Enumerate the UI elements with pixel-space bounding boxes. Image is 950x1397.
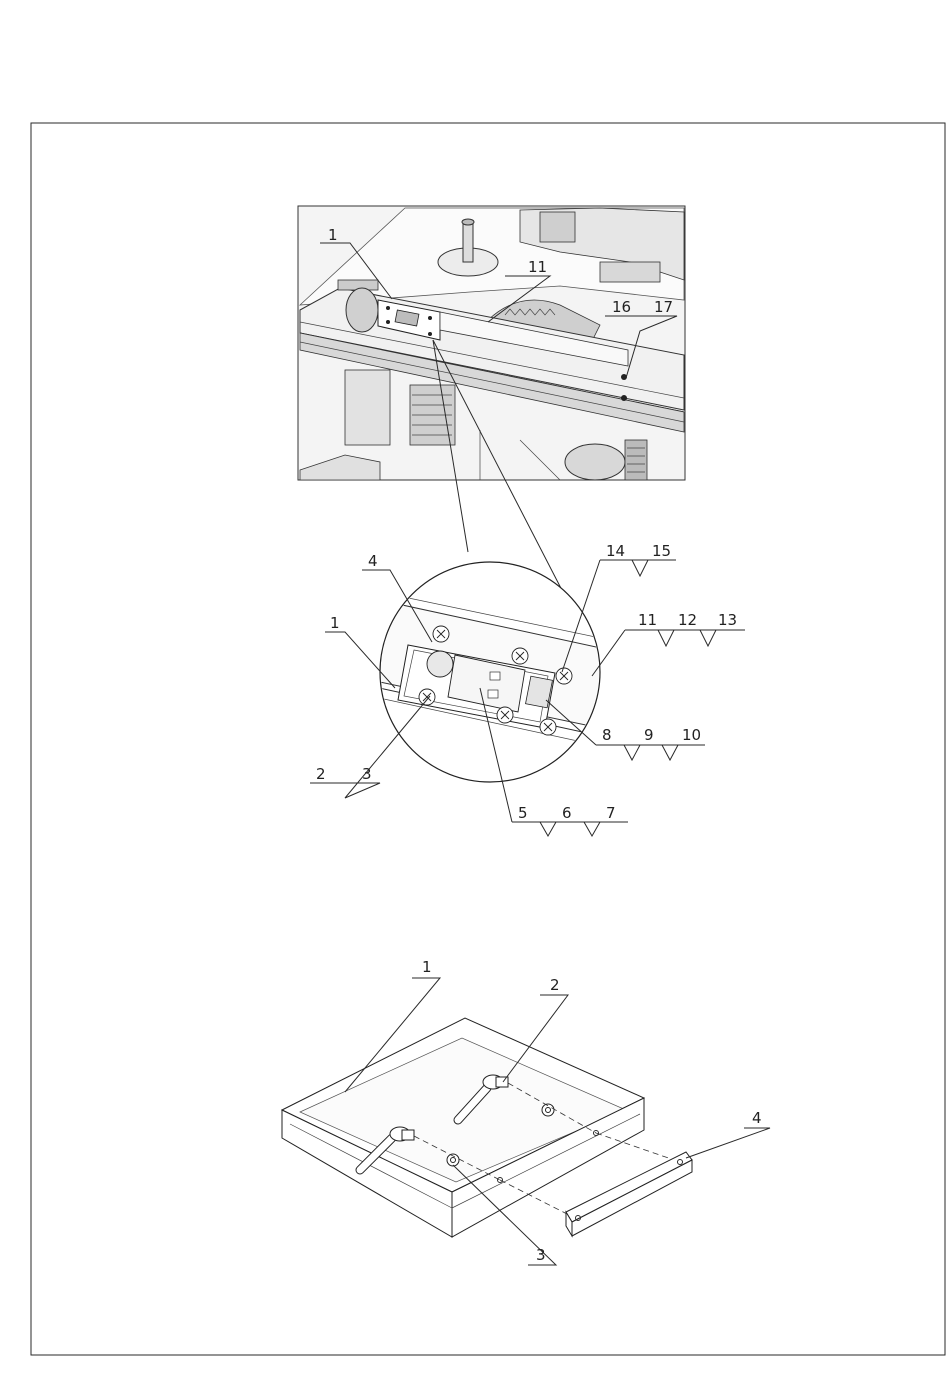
detail-callout-5: 5 xyxy=(518,804,528,822)
photo-callout-17: 17 xyxy=(654,298,673,316)
tray-assembly xyxy=(282,1018,692,1237)
detail-callout-1: 1 xyxy=(330,614,340,632)
detail-callout-3: 3 xyxy=(362,765,372,783)
detail-callout-15: 15 xyxy=(652,542,671,560)
detail-magnifier xyxy=(370,562,610,782)
detail-callout-7: 7 xyxy=(606,804,616,822)
tray-callout-2: 2 xyxy=(550,976,560,994)
photo-callout-11: 11 xyxy=(528,258,547,276)
detail-callout-13: 13 xyxy=(718,611,737,629)
detail-callout-2: 2 xyxy=(316,765,326,783)
detail-callout-9: 9 xyxy=(644,726,654,744)
detail-callout-11: 11 xyxy=(638,611,657,629)
tray-callout-1: 1 xyxy=(422,958,432,976)
tray-callout-4: 4 xyxy=(752,1109,762,1127)
tray-callout-3: 3 xyxy=(536,1246,546,1264)
detail-callout-4: 4 xyxy=(368,552,378,570)
photo-callout-16: 16 xyxy=(612,298,631,316)
detail-callout-6: 6 xyxy=(562,804,572,822)
detail-callout-14: 14 xyxy=(606,542,625,560)
detail-callout-8: 8 xyxy=(602,726,612,744)
detail-callout-10: 10 xyxy=(682,726,701,744)
machine-photo xyxy=(298,206,685,480)
detail-callout-12: 12 xyxy=(678,611,697,629)
photo-callout-1: 1 xyxy=(328,226,338,244)
